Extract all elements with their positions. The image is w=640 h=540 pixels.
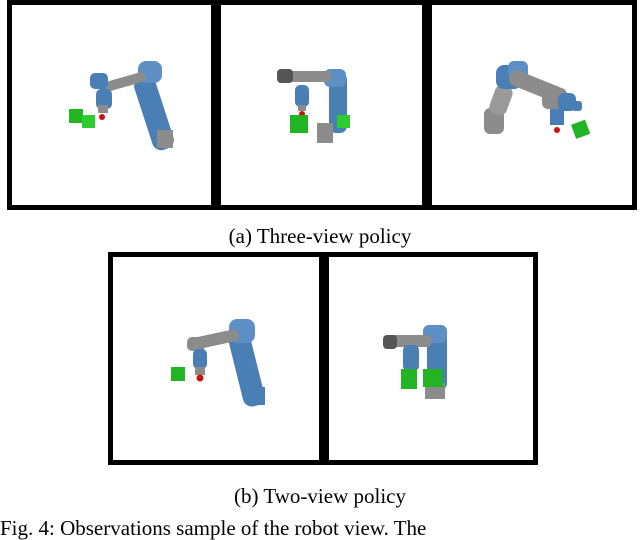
caption-three-view: (a) Three-view policy: [228, 224, 412, 248]
three-view-panel-3: [427, 0, 637, 210]
figure-caption-truncated: Fig. 4: Observations sample of the robot…: [0, 516, 427, 540]
caption-two-view: (b) Two-view policy: [234, 484, 406, 508]
two-view-panel-1: [108, 252, 324, 465]
three-view-panel-2: [216, 0, 427, 210]
two-view-panel-2: [324, 252, 538, 465]
robot-arm-scene: [383, 325, 447, 399]
three-view-panel-1: [7, 0, 216, 210]
robot-arm-scene: [171, 319, 265, 407]
robot-arm-scene: [69, 61, 174, 151]
robot-arm-scene: [484, 61, 591, 139]
robot-arm-scene: [277, 69, 350, 143]
